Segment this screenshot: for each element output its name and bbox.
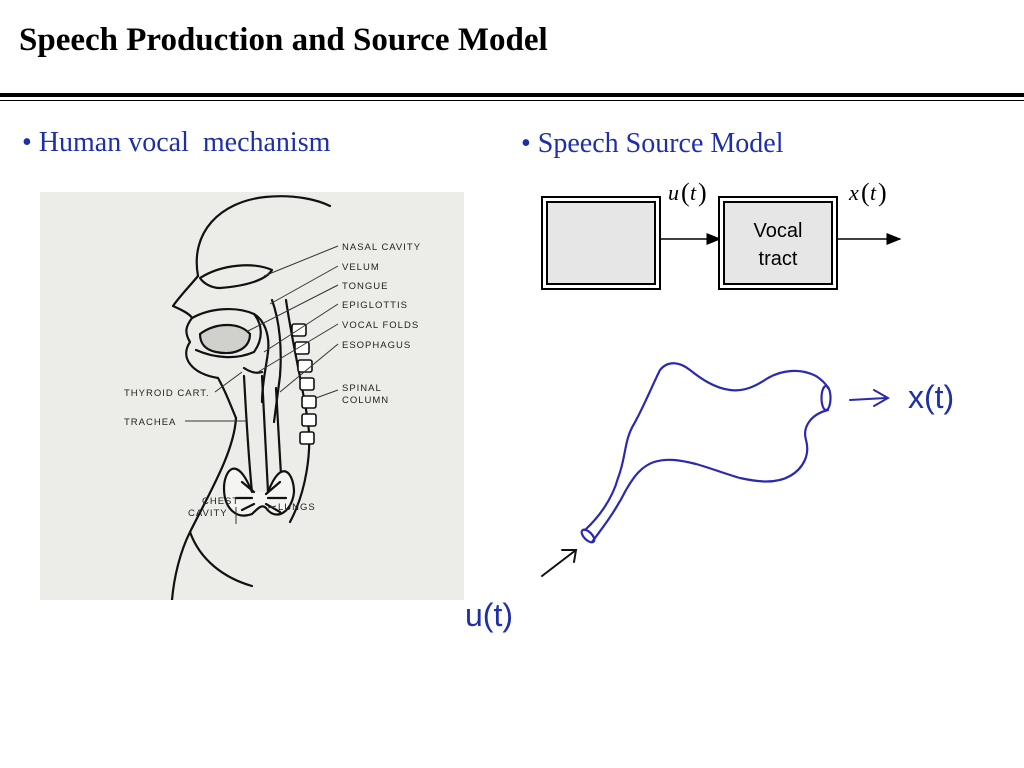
vocal-tract-tube-sketch [541,362,891,577]
face-profile [171,274,238,420]
svg-text:(: ( [861,178,870,207]
larynx [242,366,264,374]
label-trachea: TRACHEA [124,417,176,428]
vocal-anatomy-figure: NASAL CAVITY VELUM TONGUE EPIGLOTTIS VOC… [40,192,464,602]
vertebra [297,359,313,373]
tongue-shape [198,323,252,355]
svg-text:u: u [668,180,679,205]
slide-title: Speech Production and Source Model [19,22,548,58]
leader-line [263,245,339,277]
svg-text:): ) [878,178,887,207]
svg-text:(: ( [681,178,690,207]
pharynx-back [270,298,282,424]
vertebra [301,413,317,427]
label-column: COLUMN [342,395,389,406]
leader-line [245,284,339,333]
lungs-branch-l [234,480,256,512]
head-outline [195,195,332,278]
trachea-back [260,374,270,494]
bullet-human-vocal-mechanism: • Human vocal mechanism [22,127,331,158]
leader-line [267,505,277,509]
tube-output-arrow [849,389,891,407]
title-rule-thick [0,93,1024,97]
tube-lower-wall [590,408,830,544]
leader-line [269,265,339,305]
label-tongue: TONGUE [342,281,388,292]
leader-line [279,343,339,393]
vertebra [299,377,315,391]
leader-line [257,323,339,373]
lungs-branch-r [264,480,288,514]
chest-cavity [188,530,254,588]
label-cavity: CAVITY [188,508,228,519]
vertebra [294,341,310,355]
label-thyroid-cart: THYROID CART. [124,388,210,399]
vocal-tract-label-line2: tract [759,248,798,270]
tube-input-opening [580,528,596,544]
tube-input-arrow [541,549,578,577]
leader-line [315,389,339,399]
tube-upper-wall [583,362,830,532]
vocal-tract-label-line1: Vocal [754,220,803,242]
output-signal-label: x ( t ) [848,178,887,207]
title-rule-thin [0,100,1024,101]
label-esophagus: ESOPHAGUS [342,340,411,351]
lungs-shape [222,467,296,517]
svg-text:t: t [690,180,697,205]
input-signal-label: u ( t ) [668,178,707,207]
source-model-diagram: Vocal tract u ( t ) x ( t ) [541,178,902,290]
label-epiglottis: EPIGLOTTIS [342,300,408,311]
bullet-speech-source-model: • Speech Source Model [521,128,784,159]
svg-text:): ) [698,178,707,207]
svg-text:t: t [870,180,877,205]
label-spinal: SPINAL [342,383,382,394]
nasal-cavity [198,264,274,290]
vertebra [299,431,315,445]
trachea-front [242,374,254,494]
label-velum: VELUM [342,262,380,273]
neck-front [170,416,238,602]
source-box [541,196,661,290]
tube-input-signal-label: u(t) [465,597,513,633]
vertebra [301,395,317,409]
label-chest: CHEST [202,496,239,507]
label-vocal-folds: VOCAL FOLDS [342,320,419,331]
svg-text:x: x [848,180,859,205]
oral-cavity [190,307,262,359]
vocal-tract-box [718,196,838,290]
tube-output-signal-label: x(t) [908,379,955,415]
vocal-anatomy-drawing: NASAL CAVITY VELUM TONGUE EPIGLOTTIS VOC… [124,195,421,602]
tube-output-opening [820,384,832,412]
label-nasal-cavity: NASAL CAVITY [342,242,421,253]
leader-line [263,303,339,353]
leader-line [214,371,243,393]
label-lungs: LUNGS [278,502,316,513]
